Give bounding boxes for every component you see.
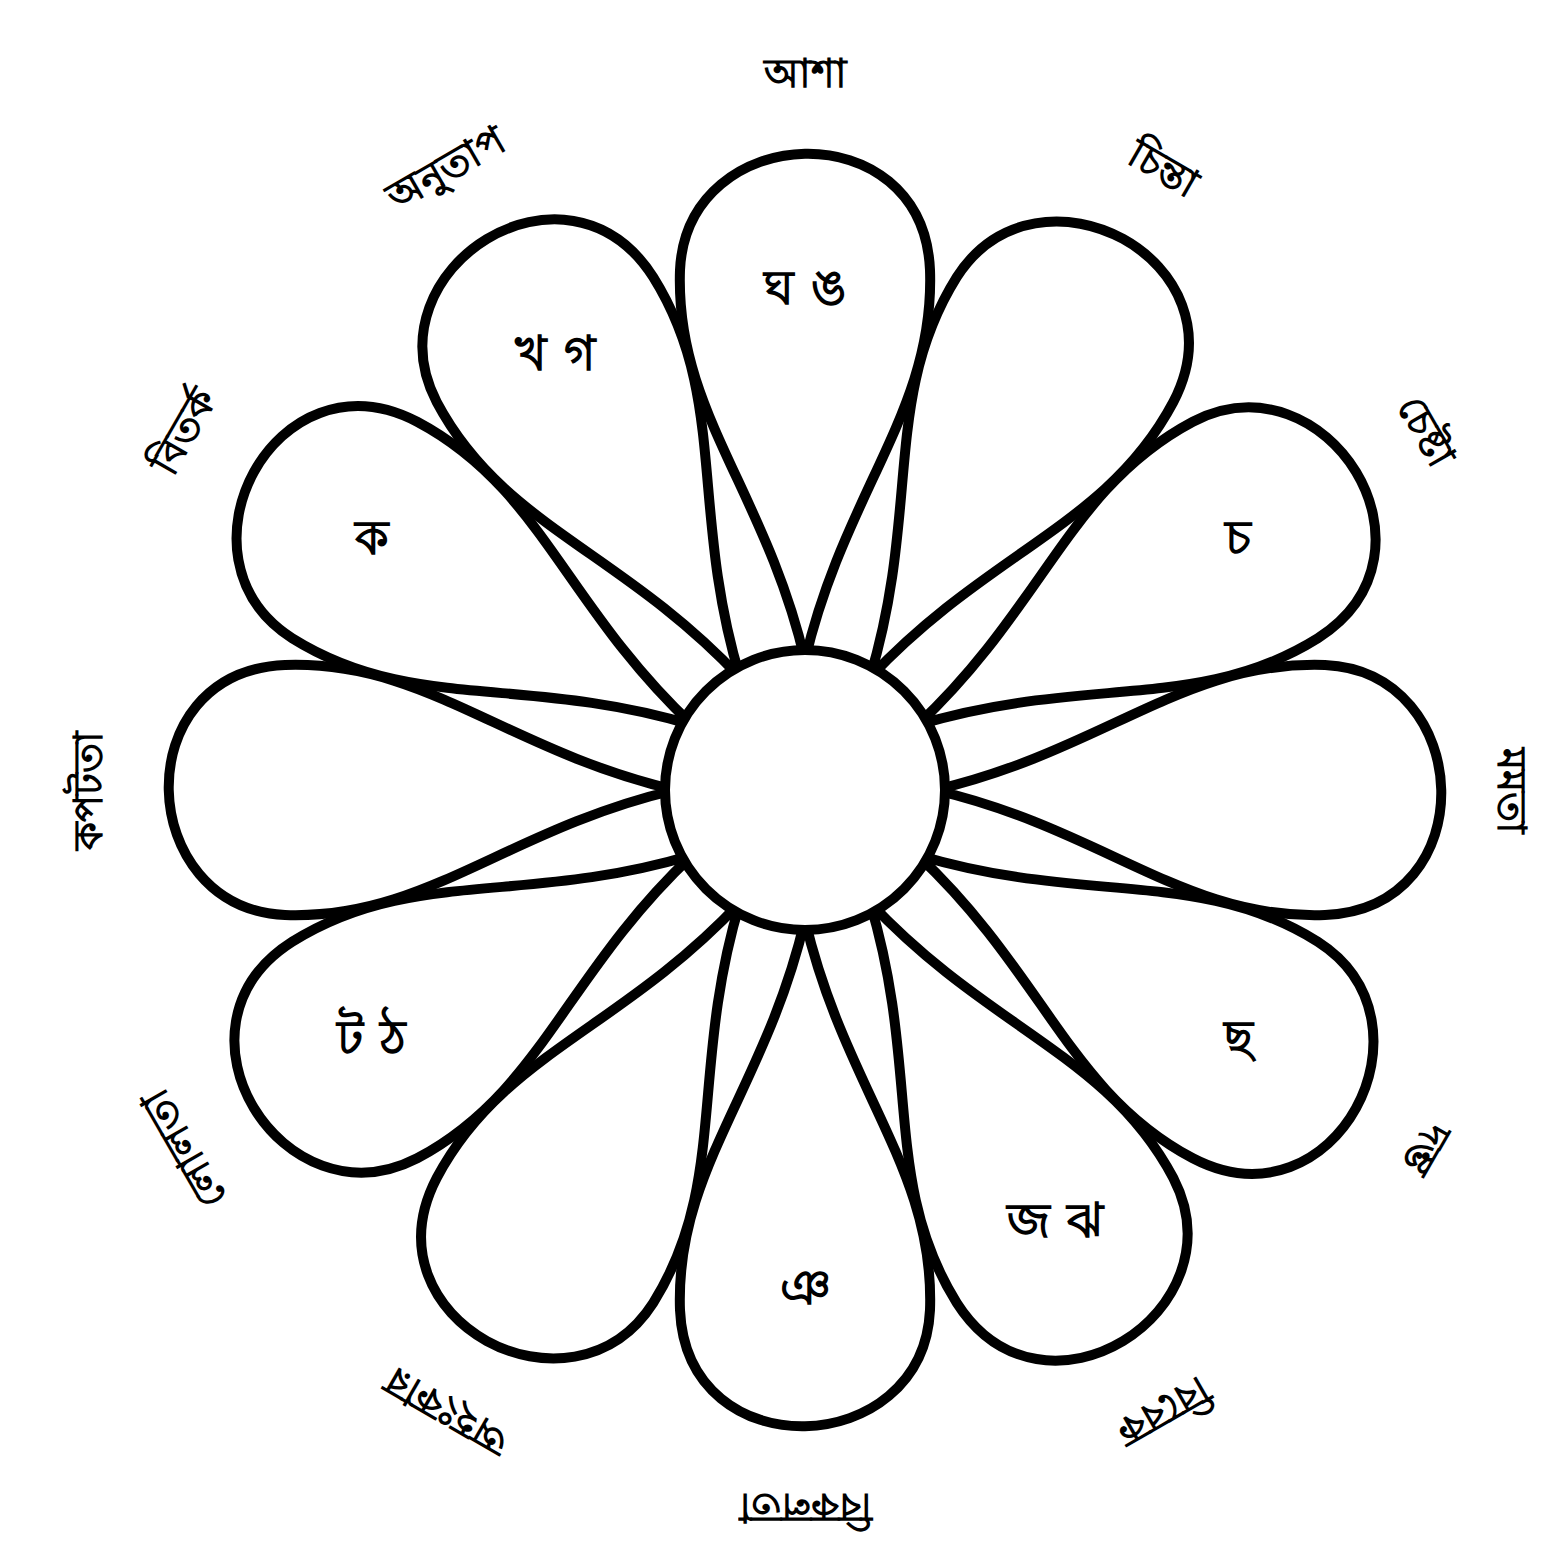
petal-node: চ bbox=[1217, 496, 1259, 585]
petal-node: ঘ ঙ bbox=[756, 246, 854, 335]
outer-label: কপটতা bbox=[57, 731, 124, 850]
petal-letter: ক bbox=[355, 501, 389, 580]
petal-node: ট ঠ bbox=[329, 996, 414, 1085]
outer-label: অনুতাপ bbox=[375, 109, 519, 231]
outer-label: চেষ্টা bbox=[1376, 384, 1471, 482]
petal-letter: চ bbox=[1225, 501, 1251, 580]
outer-label: দম্ভ bbox=[1382, 1108, 1467, 1187]
petal-node: ছ bbox=[1216, 996, 1261, 1085]
outer-label: বিকলতা bbox=[739, 1472, 872, 1539]
outer-label: লোলতা bbox=[124, 1074, 247, 1220]
petal-letter: ছ bbox=[1224, 1001, 1253, 1080]
outer-label: বিতর্ক bbox=[134, 376, 238, 488]
outer-label: বিবেক bbox=[1103, 1356, 1222, 1464]
petal-letter: জ ঝ bbox=[1007, 1184, 1103, 1263]
outer-label: অহংকার bbox=[372, 1347, 522, 1473]
petal-node: ঞ bbox=[772, 1246, 839, 1335]
petal-node: খ গ bbox=[507, 312, 603, 401]
petal-letter: ঞ bbox=[780, 1251, 831, 1330]
outer-label: চিন্তা bbox=[1114, 123, 1211, 218]
petal-node: জ ঝ bbox=[999, 1179, 1111, 1268]
outer-label: আশা bbox=[764, 42, 847, 109]
center-circle bbox=[665, 650, 945, 930]
petal-letter: খ গ bbox=[515, 317, 595, 396]
petal-letter: ট ঠ bbox=[337, 1001, 406, 1080]
petal-node: ক bbox=[347, 496, 397, 585]
outer-label: মমতা bbox=[1476, 748, 1543, 834]
petal-letter: ঘ ঙ bbox=[764, 251, 846, 330]
